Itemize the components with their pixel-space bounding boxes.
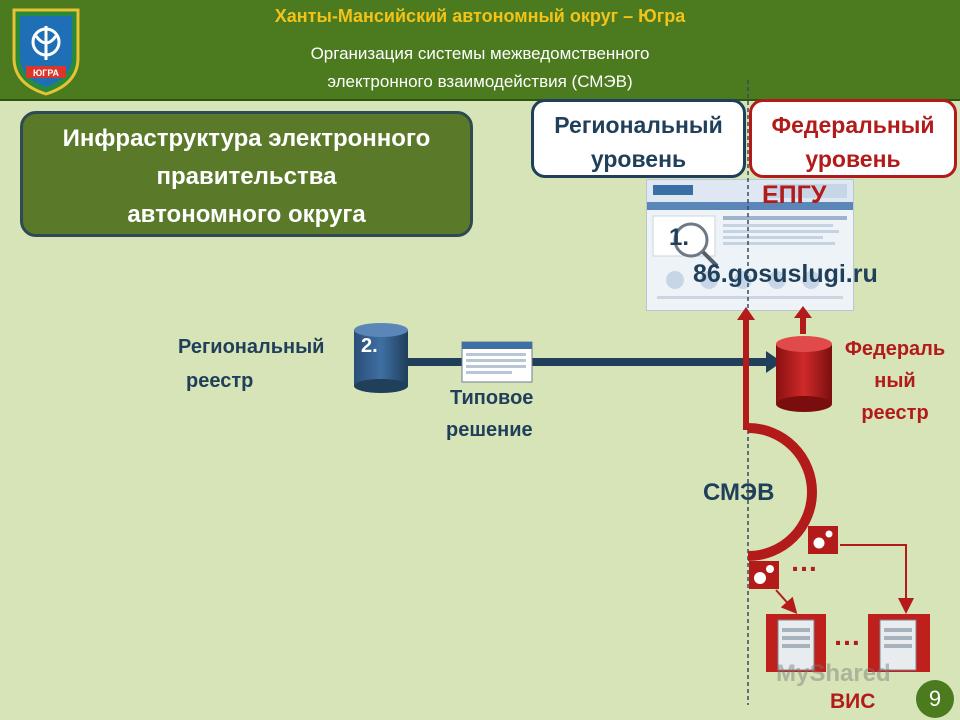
data-flow-arrowhead [766, 351, 782, 373]
server-icon-right [868, 614, 930, 672]
page-number-badge: 9 [916, 680, 954, 718]
portal-screenshot [646, 179, 854, 311]
regional-registry-cylinder [354, 323, 408, 393]
epgu-label: ЕПГУ [762, 181, 827, 209]
infrastructure-line-3: автономного округа [127, 201, 366, 228]
infrastructure-line-1: Инфраструктура электронного [62, 125, 431, 152]
typical-solution-label-line-2: решение [446, 419, 533, 441]
region-title: Ханты-Мансийский автономный округ – Югра [274, 6, 686, 26]
smev-arc [747, 423, 817, 561]
step-2-label: 2. [361, 335, 378, 357]
ellipsis-bottom: … [833, 620, 861, 651]
gear-icon-bottom [749, 561, 779, 589]
ellipsis-top: … [790, 546, 818, 577]
step-1-label: 1. [669, 224, 690, 251]
infrastructure-line-2: правительства [156, 163, 337, 190]
federal-level-line-2: уровень [805, 146, 901, 172]
server-icon-left [766, 614, 826, 672]
regional-level-line-2: уровень [590, 146, 687, 172]
gear-to-server-left-line [775, 589, 798, 614]
gear-to-server-right-line [840, 544, 914, 614]
subtitle-line-1: Организация системы межведомственного [310, 44, 650, 63]
regional-level-box: Региональный уровень [531, 99, 746, 178]
federal-registry-label-line-3: реестр [861, 402, 929, 424]
federal-registry-label-line-1: Федераль [844, 338, 946, 360]
watermark: MyShared [776, 660, 891, 687]
typical-solution-label-line-1: Типовое [450, 387, 534, 409]
coat-of-arms-icon: ЮГРА [12, 8, 80, 96]
header-bar: ЮГРА Ханты-Мансийский автономный округ –… [0, 0, 960, 101]
gear-icon-top [808, 526, 838, 554]
crest-text: ЮГРА [33, 68, 60, 78]
federal-registry-label-line-2: ный [874, 370, 916, 392]
federal-level-line-1: Федеральный [771, 112, 935, 138]
subtitle-line-2: электронного взаимодействия (СМЭВ) [327, 72, 633, 91]
regional-registry-label-line-2: реестр [186, 370, 254, 392]
portal-screenshot-illustration [647, 180, 853, 299]
smev-label: СМЭВ [703, 479, 775, 506]
infrastructure-box: Инфраструктура электронного правительств… [20, 111, 473, 237]
regional-registry-label-line-1: Региональный [178, 336, 325, 358]
portal-url-link[interactable]: 86.gosuslugi.ru [693, 260, 878, 288]
federal-level-box: Федеральный уровень [749, 99, 957, 178]
regional-level-line-1: Региональный [554, 112, 723, 138]
vis-label: ВИС [830, 690, 876, 713]
federal-registry-cylinder [776, 336, 832, 412]
federal-to-epgu-arrowhead [794, 306, 812, 318]
typical-solution-thumbnail [461, 341, 533, 383]
smev-to-epgu-arrowhead [737, 307, 755, 320]
